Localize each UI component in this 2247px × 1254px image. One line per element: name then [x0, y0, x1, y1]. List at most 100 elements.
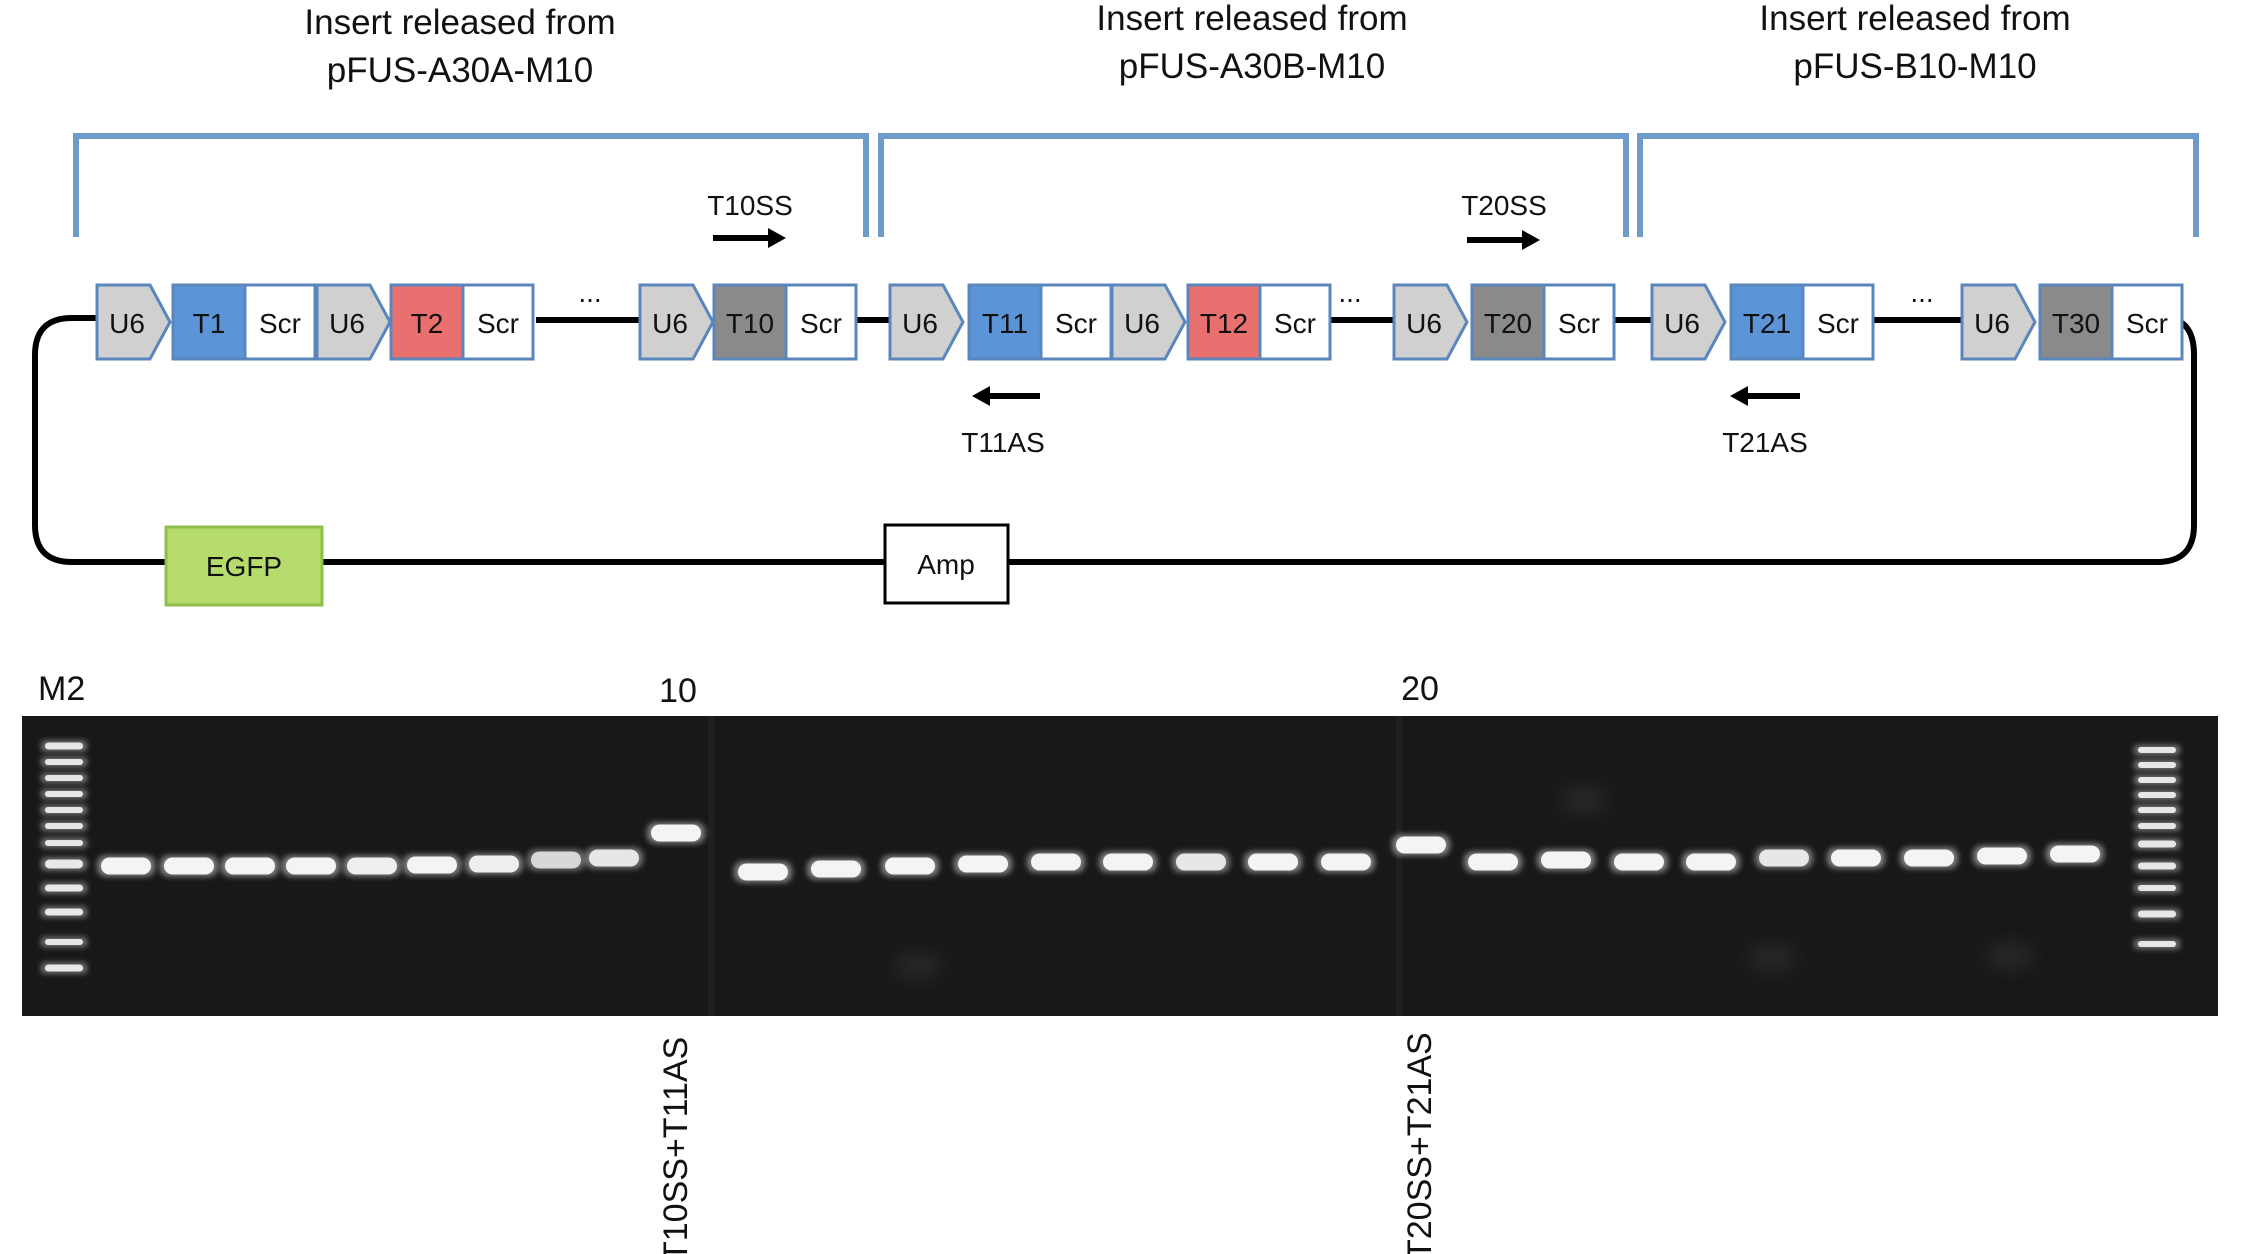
scaffold-label: Scr	[1558, 308, 1600, 339]
target-label-t10: T10	[726, 308, 774, 339]
scaffold-box	[1801, 283, 1875, 361]
gel-band	[225, 857, 275, 875]
target-label-t1: T1	[193, 308, 226, 339]
u6-promoter	[1960, 283, 2037, 361]
gel-lane-20-label: 20	[1401, 670, 1439, 708]
ladder-band	[2138, 885, 2176, 891]
amp-box: Amp	[883, 523, 1010, 605]
insert-header-1: Insert released from pFUS-A30A-M10	[304, 3, 615, 90]
insert-header-1-line2: pFUS-A30A-M10	[327, 51, 593, 90]
egfp-box-shape	[164, 525, 324, 607]
target-boxes	[171, 283, 2114, 361]
scaffold-label: Scr	[1055, 308, 1097, 339]
ladder-band	[45, 939, 83, 945]
ellipsis-1: ...	[578, 277, 601, 308]
scaffold-box	[461, 283, 535, 361]
scaffold-box	[2110, 283, 2184, 361]
primer-t20ss: T20SS	[1461, 190, 1547, 250]
gel-band	[1759, 849, 1809, 867]
gel-band	[1396, 836, 1446, 854]
gel-band	[738, 863, 788, 881]
scaffold-label: Scr	[1817, 308, 1859, 339]
scaffold-labels: Scr Scr Scr Scr Scr Scr Scr Scr	[259, 308, 2168, 339]
ladder-band	[45, 807, 83, 813]
ladder-band	[45, 884, 83, 892]
target-box-t11	[967, 283, 1043, 361]
ladder-band	[2138, 792, 2176, 798]
gel-band	[1031, 853, 1081, 871]
insert-bracket-2	[878, 133, 1629, 237]
ladder-band	[2138, 747, 2176, 753]
scaffold-label: Scr	[1274, 308, 1316, 339]
gel-band	[469, 855, 519, 873]
gel-band	[1248, 853, 1298, 871]
gel-haze	[1986, 944, 2034, 968]
scaffold-box	[1039, 283, 1113, 361]
u6-promoter	[888, 283, 965, 361]
amp-box-shape	[883, 523, 1010, 605]
scaffold-label: Scr	[800, 308, 842, 339]
gel-band	[101, 857, 151, 875]
primer-t10ss-label: T10SS	[707, 190, 793, 221]
insert-header-3-line1: Insert released from	[1759, 0, 2070, 38]
gel-band	[1904, 849, 1954, 867]
ladder-band	[45, 840, 83, 846]
gel-band	[1321, 853, 1371, 871]
scaffold-boxes	[243, 283, 2184, 361]
gel-lane-10-label: 10	[659, 672, 697, 710]
insert-header-2: Insert released from pFUS-A30B-M10	[1096, 0, 1407, 86]
gel-band	[1686, 853, 1736, 871]
target-box-t30	[2038, 283, 2114, 361]
gel-band	[1614, 853, 1664, 871]
ladder-band	[45, 742, 83, 750]
u6-label: U6	[652, 308, 688, 339]
insert-header-2-line1: Insert released from	[1096, 0, 1407, 38]
right-arrow-icon	[768, 228, 786, 248]
target-label-t21: T21	[1743, 308, 1791, 339]
ladder-band	[45, 759, 83, 765]
scaffold-label: Scr	[477, 308, 519, 339]
u6-label: U6	[109, 308, 145, 339]
gel-band	[1103, 853, 1153, 871]
u6-promoter	[315, 283, 392, 361]
pcr-label-1: T10SS+T11AS	[657, 1037, 695, 1254]
ladder-band	[2138, 910, 2176, 918]
right-arrow-icon	[1522, 230, 1540, 250]
gel-band	[286, 857, 336, 875]
primer-t11as: T11AS	[961, 386, 1045, 458]
plasmid-backbone	[32, 315, 2197, 565]
u6-label: U6	[1664, 308, 1700, 339]
gel-bands	[41, 740, 2180, 978]
ellipsis-3: ...	[1910, 277, 1933, 308]
ladder-band	[2138, 840, 2176, 848]
ladder-band	[2138, 777, 2176, 783]
u6-promoter	[1392, 283, 1469, 361]
insert-header-2-line2: pFUS-A30B-M10	[1119, 47, 1385, 86]
target-label-t30: T30	[2052, 308, 2100, 339]
ladder-band	[2138, 941, 2176, 947]
left-arrow-icon	[972, 386, 990, 406]
gel-haze	[1560, 788, 1608, 812]
u6-label: U6	[902, 308, 938, 339]
egfp-label: EGFP	[206, 551, 282, 582]
insert-header-3-line2: pFUS-B10-M10	[1793, 47, 2036, 86]
gel-band	[407, 856, 457, 874]
scaffold-box	[1258, 283, 1332, 361]
gel-band	[958, 855, 1008, 873]
primer-t20ss-label: T20SS	[1461, 190, 1547, 221]
u6-label: U6	[329, 308, 365, 339]
target-label-t20: T20	[1484, 308, 1532, 339]
primer-t11as-label: T11AS	[961, 427, 1045, 458]
ladder-band	[45, 964, 83, 972]
u6-promoters	[95, 283, 2037, 361]
gel-band	[1977, 847, 2027, 865]
insert-bracket-1	[73, 133, 869, 237]
u6-promoter	[95, 283, 172, 361]
gel-band	[164, 857, 214, 875]
gel-band	[811, 860, 861, 878]
gel-band	[885, 857, 935, 875]
u6-label: U6	[1974, 308, 2010, 339]
ladder-band	[2138, 807, 2176, 813]
target-label-t12: T12	[1200, 308, 1248, 339]
